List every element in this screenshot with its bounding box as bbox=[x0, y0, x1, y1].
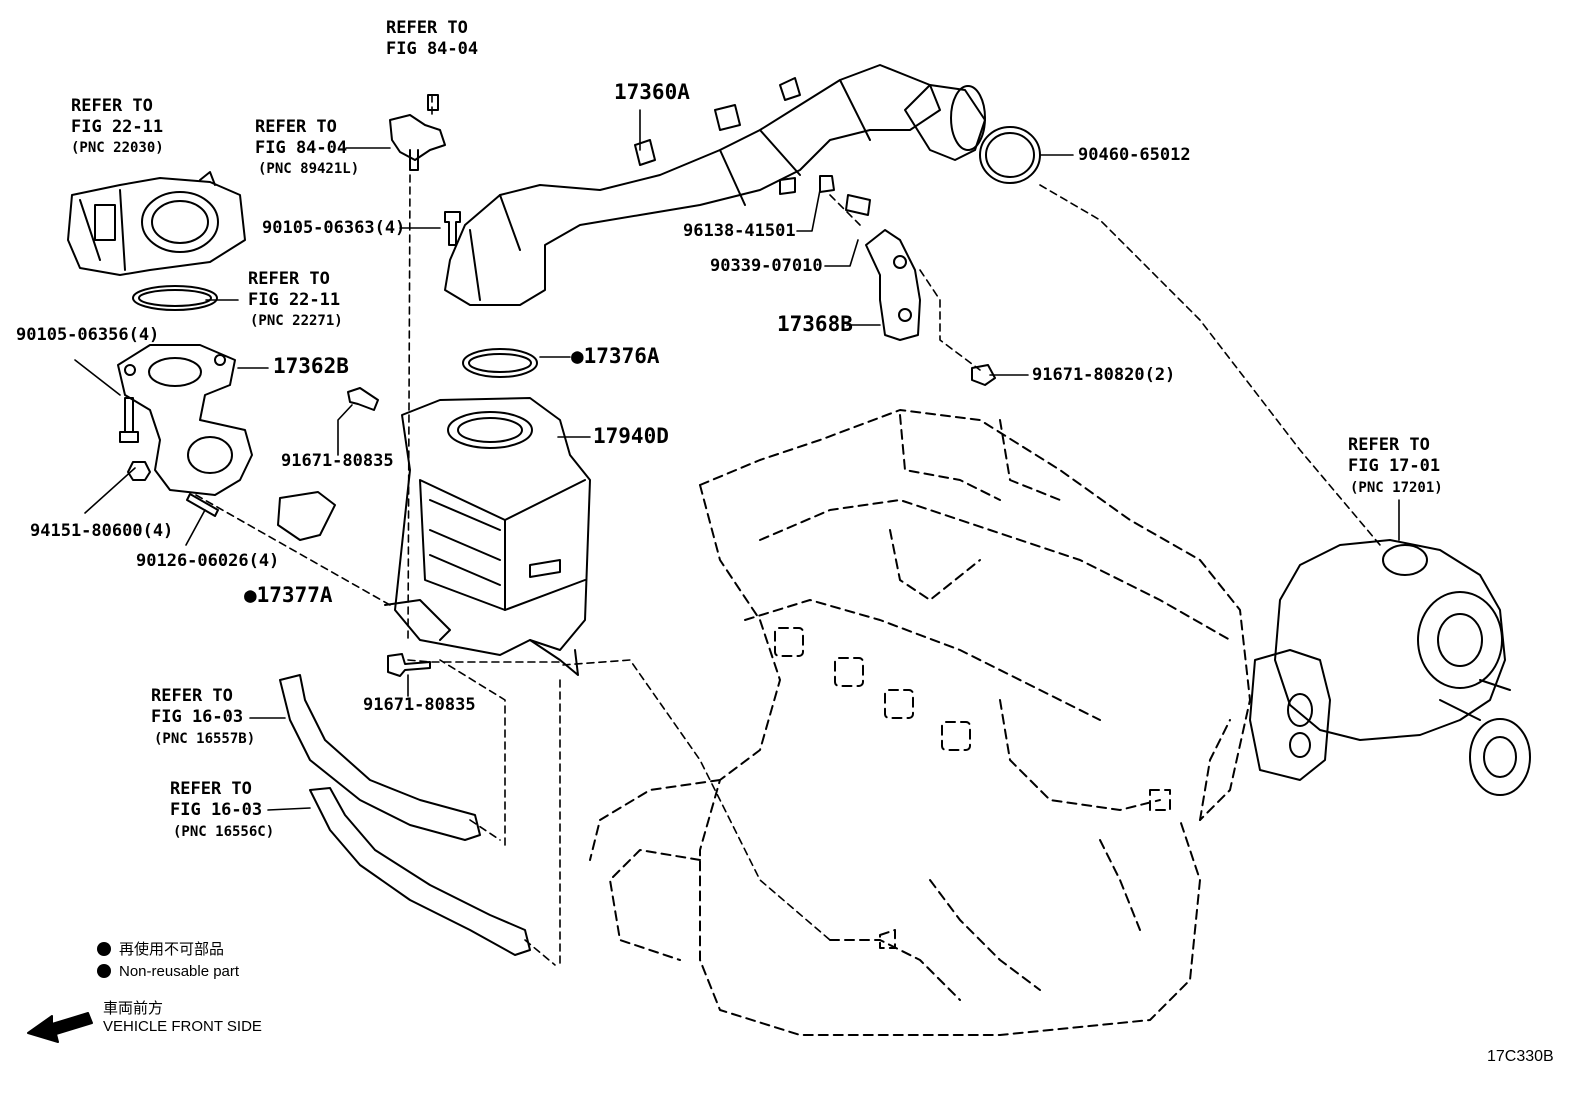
gasket-17377a-drawing bbox=[277, 491, 336, 541]
gasket-22271 bbox=[132, 285, 218, 311]
refer-84-04-b-l1: REFER TO bbox=[255, 117, 337, 137]
non-reusable-dot-icon bbox=[97, 964, 111, 978]
plug-90339-drawing bbox=[845, 194, 871, 216]
part-90126-label: 90126-06026(4) bbox=[136, 551, 280, 571]
part-17360a-label: 17360A bbox=[614, 80, 690, 104]
part-91671-80835-b-label: 91671-80835 bbox=[363, 695, 476, 715]
hose-16557b-drawing bbox=[279, 674, 481, 841]
turbocharger-17201-drawing bbox=[1249, 539, 1531, 796]
engine-block-outline bbox=[589, 409, 1251, 1036]
refer-84-04-top-l1: REFER TO bbox=[386, 18, 468, 38]
bolt-91671-80820-drawing bbox=[971, 364, 996, 386]
part-91671-80835-a-label: 91671-80835 bbox=[281, 451, 394, 471]
refer-16-03-b-pnc: (PNC 16556C) bbox=[173, 824, 275, 840]
part-17940d-label: 17940D bbox=[593, 424, 669, 448]
clamp-90460-drawing bbox=[979, 126, 1041, 184]
part-91671-80820-label: 91671-80820(2) bbox=[1032, 365, 1176, 385]
legend-non-reusable-jp-text: 再使用不可部品 bbox=[119, 941, 225, 958]
sensor-89421-drawing bbox=[389, 94, 446, 171]
refer-22-11-a-l2: FIG 22-11 bbox=[71, 117, 164, 137]
refer-16-03-a-l2: FIG 16-03 bbox=[151, 707, 244, 727]
refer-22-11-b-l2: FIG 22-11 bbox=[248, 290, 341, 310]
part-17368b-label: 17368B bbox=[777, 312, 853, 336]
part-17377a-label: ●17377A bbox=[244, 583, 333, 607]
refer-16-03-a-pnc: (PNC 16557B) bbox=[154, 731, 256, 747]
refer-84-04-top-l2: FIG 84-04 bbox=[386, 39, 479, 59]
part-90105-06363-label: 90105-06363(4) bbox=[262, 218, 406, 238]
washer-96138-drawing bbox=[819, 175, 835, 193]
refer-17-01-pnc: (PNC 17201) bbox=[1350, 480, 1443, 496]
refer-84-04-b-pnc: (PNC 89421L) bbox=[258, 161, 360, 177]
nut-94151-drawing bbox=[127, 461, 151, 481]
refer-16-03-b-l1: REFER TO bbox=[170, 779, 252, 799]
hose-drawing bbox=[904, 84, 986, 161]
part-96138-label: 96138-41501 bbox=[683, 221, 796, 241]
legend-non-reusable-en: Non-reusable part bbox=[97, 963, 239, 980]
refer-84-04-b-l2: FIG 84-04 bbox=[255, 138, 348, 158]
bracket-17368b-drawing bbox=[865, 229, 921, 341]
refer-22-11-b-pnc: (PNC 22271) bbox=[250, 313, 343, 329]
part-90339-label: 90339-07010 bbox=[710, 256, 823, 276]
part-90105-06356-label: 90105-06356(4) bbox=[16, 325, 160, 345]
part-17376a-label: ●17376A bbox=[571, 344, 660, 368]
front-arrow-icon bbox=[27, 1012, 93, 1043]
refer-22-11-b-l1: REFER TO bbox=[248, 269, 330, 289]
stud-90126-drawing bbox=[186, 493, 219, 517]
throttle-body-drawing bbox=[67, 171, 246, 276]
legend-non-reusable-en-text: Non-reusable part bbox=[119, 963, 240, 980]
non-reusable-dot-icon bbox=[97, 942, 111, 956]
bolt-91671-80835-b-drawing bbox=[387, 653, 431, 677]
bolt-90105-06356-drawing bbox=[119, 397, 139, 443]
refer-17-01-l1: REFER TO bbox=[1348, 435, 1430, 455]
intake-pipe-17360a-drawing bbox=[444, 64, 941, 306]
bracket-17362b-drawing bbox=[117, 344, 253, 496]
hose-16556c-drawing bbox=[309, 787, 531, 956]
part-94151-label: 94151-80600(4) bbox=[30, 521, 174, 541]
bolt-91671-80835-a-drawing bbox=[347, 387, 379, 411]
refer-16-03-b-l2: FIG 16-03 bbox=[170, 800, 263, 820]
gasket-17376a-drawing bbox=[462, 348, 538, 378]
intercooler-17940d-drawing bbox=[384, 397, 591, 676]
part-90460-label: 90460-65012 bbox=[1078, 145, 1191, 165]
legend-front-en: VEHICLE FRONT SIDE bbox=[103, 1018, 262, 1035]
legend-non-reusable-jp: 再使用不可部品 bbox=[97, 938, 224, 959]
refer-16-03-a-l1: REFER TO bbox=[151, 686, 233, 706]
figure-code: 17C330B bbox=[1487, 1048, 1554, 1065]
refer-17-01-l2: FIG 17-01 bbox=[1348, 456, 1441, 476]
legend-front-jp: 車両前方 bbox=[103, 1000, 164, 1017]
part-17362b-label: 17362B bbox=[273, 354, 349, 378]
callout-leaders bbox=[74, 109, 1400, 811]
refer-22-11-a-l1: REFER TO bbox=[71, 96, 153, 116]
refer-22-11-a-pnc: (PNC 22030) bbox=[71, 140, 164, 156]
leader-lines bbox=[195, 94, 1381, 966]
